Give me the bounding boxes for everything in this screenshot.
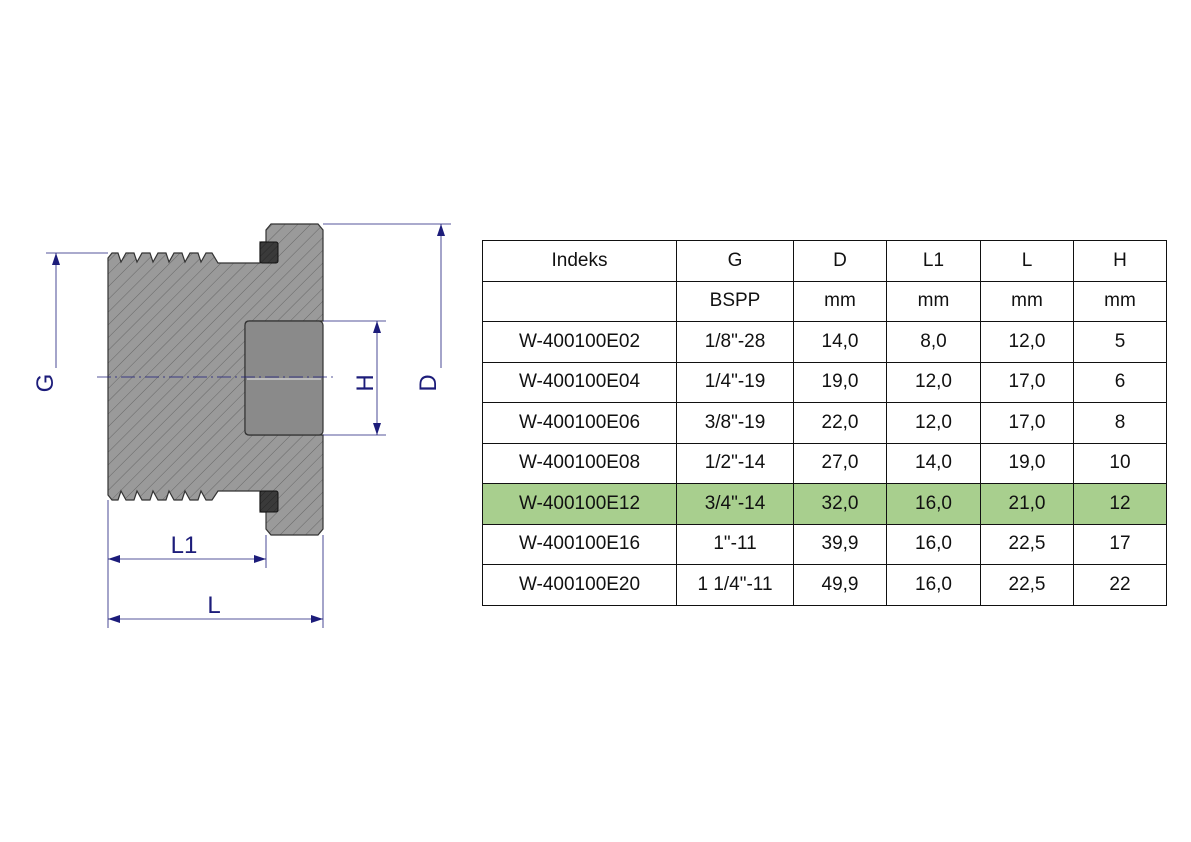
header-cell: D: [793, 240, 887, 282]
table-cell: 1/4"-19: [676, 361, 794, 403]
table-cell: 39,9: [793, 523, 887, 565]
header-cell: L1: [886, 240, 981, 282]
table-cell: 49,9: [793, 564, 887, 606]
table-cell: 22,5: [980, 564, 1074, 606]
table-cell: 16,0: [886, 483, 981, 525]
label-l1: L1: [171, 532, 198, 559]
units-row: BSPP mm mm mm mm: [482, 280, 1167, 322]
label-h: H: [352, 374, 379, 391]
table-cell: 14,0: [886, 442, 981, 484]
table-cell: 8,0: [886, 321, 981, 363]
table-cell: 8: [1073, 402, 1167, 444]
header-row: Indeks G D L1 L H: [482, 240, 1167, 282]
table-cell: 1/2"-14: [676, 442, 794, 484]
table-cell: 1/8"-28: [676, 321, 794, 363]
unit-cell: [482, 280, 677, 322]
table-cell: 12,0: [886, 361, 981, 403]
table-cell: 19,0: [980, 442, 1074, 484]
header-cell: H: [1073, 240, 1167, 282]
table-cell: 3/4"-14: [676, 483, 794, 525]
table-cell: W-400100E16: [482, 523, 677, 565]
table-cell: 12,0: [886, 402, 981, 444]
table-cell: 14,0: [793, 321, 887, 363]
table-cell: W-400100E04: [482, 361, 677, 403]
table-cell: 12,0: [980, 321, 1074, 363]
unit-cell: mm: [1073, 280, 1167, 322]
seal-ring-bottom: [259, 490, 279, 513]
table-cell: W-400100E20: [482, 564, 677, 606]
header-cell: L: [980, 240, 1074, 282]
table-cell: 17: [1073, 523, 1167, 565]
unit-cell: mm: [793, 280, 887, 322]
label-d: D: [415, 374, 442, 391]
table-cell: 22,5: [980, 523, 1074, 565]
dimensions-table: Indeks G D L1 L H BSPP mm mm mm mm W-400…: [482, 240, 1167, 606]
table-cell: 21,0: [980, 483, 1074, 525]
table-cell: 12: [1073, 483, 1167, 525]
table-cell: W-400100E02: [482, 321, 677, 363]
table-cell: 16,0: [886, 523, 981, 565]
unit-cell: BSPP: [676, 280, 794, 322]
table-cell: 10: [1073, 442, 1167, 484]
table-cell: 17,0: [980, 402, 1074, 444]
label-g: G: [32, 374, 59, 393]
table-cell: 6: [1073, 361, 1167, 403]
unit-cell: mm: [886, 280, 981, 322]
plug-section-drawing: G H D L1 L: [32, 223, 451, 628]
table-cell: 1"-11: [676, 523, 794, 565]
table-cell: 3/8"-19: [676, 402, 794, 444]
seal-ring-top: [259, 241, 279, 264]
table-cell: 22,0: [793, 402, 887, 444]
label-l: L: [207, 592, 220, 619]
table-cell: 22: [1073, 564, 1167, 606]
table-cell: W-400100E06: [482, 402, 677, 444]
table-cell: 16,0: [886, 564, 981, 606]
table-cell: 17,0: [980, 361, 1074, 403]
unit-cell: mm: [980, 280, 1074, 322]
table-cell: 1 1/4"-11: [676, 564, 794, 606]
header-cell: G: [676, 240, 794, 282]
table-cell: 19,0: [793, 361, 887, 403]
table-cell: W-400100E12: [482, 483, 677, 525]
table-cell: 27,0: [793, 442, 887, 484]
table-cell: 5: [1073, 321, 1167, 363]
table-cell: W-400100E08: [482, 442, 677, 484]
table-cell: 32,0: [793, 483, 887, 525]
header-cell: Indeks: [482, 240, 677, 282]
